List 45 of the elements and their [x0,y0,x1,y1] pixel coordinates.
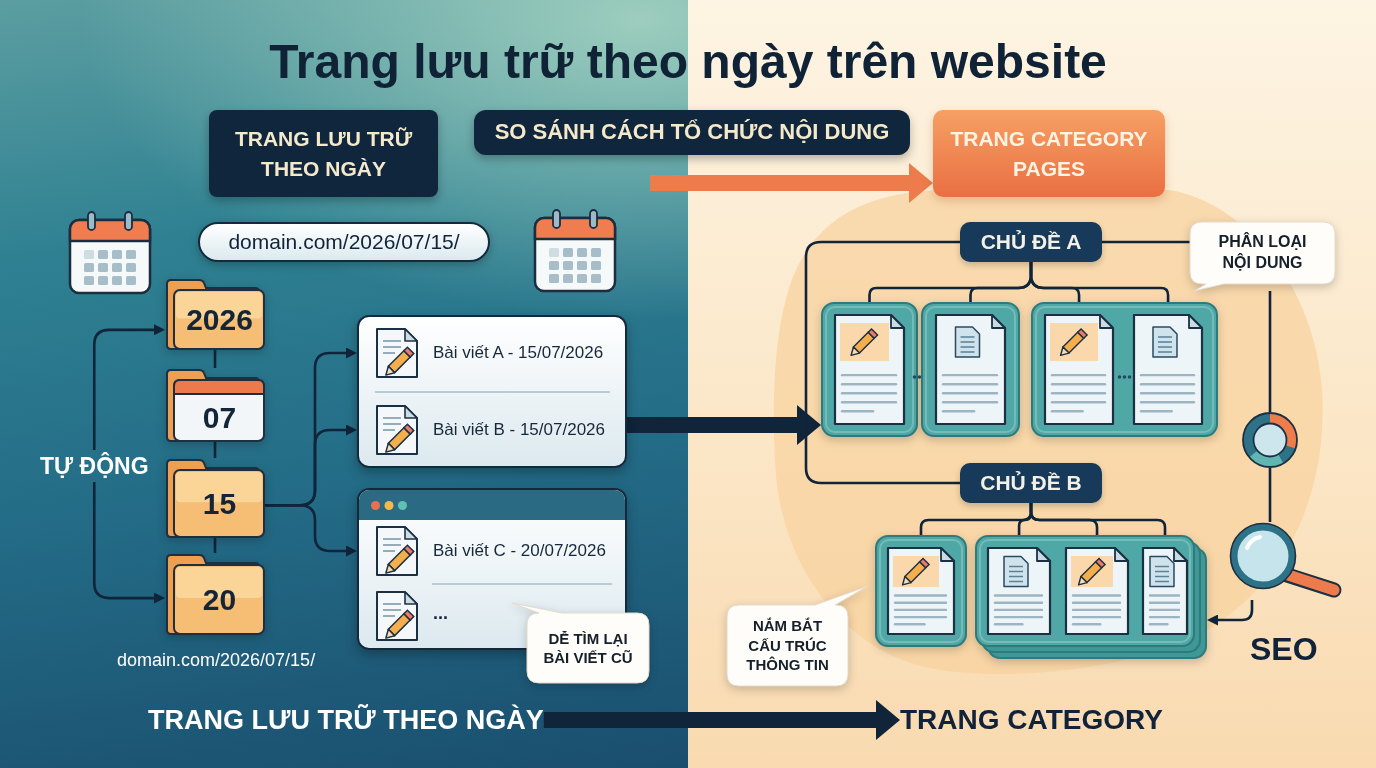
icon-caption: SEO [1250,630,1318,669]
post-panel [357,315,627,468]
url-pill [198,222,490,262]
topic-pill [960,463,1102,503]
arrow [265,503,357,557]
bubble-text: DỄ TÌM LẠI BÀI VIẾT CŨ [542,628,634,668]
connector-line [804,240,960,485]
heading-panel [933,110,1165,197]
block-arrow [650,163,933,203]
section-caption: TRANG LƯU TRỮ THEO NGÀY [148,703,544,737]
donut-ring-icon [1242,412,1298,468]
post-title: Bài viết C - 20/07/2026 [433,541,606,561]
bubble-text: NẮM BẮT CẤU TRÚC THÔNG TIN [745,616,830,675]
connector-line [1029,262,1170,302]
connector-line [1102,240,1190,244]
arrow [92,482,165,604]
topic-text: CHỦ ĐỀ B [980,470,1082,497]
connector-line [1268,468,1272,522]
banner-text: SO SÁNH CÁCH TỔ CHỨC NỘI DUNG [494,118,890,147]
post-title: Bài viết A - 15/07/2026 [433,343,604,363]
block-arrow [543,700,900,740]
heading-text: TRANG LƯU TRỮ THEO NGÀY [233,126,414,182]
side-label: TỰ ĐỘNG [40,451,149,481]
folder-number: 20 [202,585,237,615]
url-text: domain.com/2026/07/15/ [228,230,460,254]
topic-pill [960,222,1102,262]
page-title: Trang lưu trữ theo ngày trên website [269,34,1107,90]
magnifier-icon [1228,522,1344,600]
url-text: domain.com/2026/07/15/ [117,650,316,672]
connector-line [1268,291,1272,412]
bubble-text: PHÂN LOẠI NỘI DUNG [1217,232,1308,273]
connector-line [1029,503,1167,535]
arrow [92,324,165,450]
heading-panel [209,110,438,197]
post-title: Bài viết B - 15/07/2026 [433,420,605,440]
folder-number: 2026 [186,305,253,335]
banner-pill [474,110,910,155]
heading-text: TRANG CATEGORY PAGES [949,126,1149,182]
folder-number: 15 [202,489,237,519]
topic-text: CHỦ ĐỀ A [980,229,1082,256]
folder-number: 07 [202,403,237,433]
ellipsis-text: ... [433,603,448,625]
block-arrow [627,405,821,445]
browser-window [357,488,627,650]
section-caption: TRANG CATEGORY [900,703,1163,737]
